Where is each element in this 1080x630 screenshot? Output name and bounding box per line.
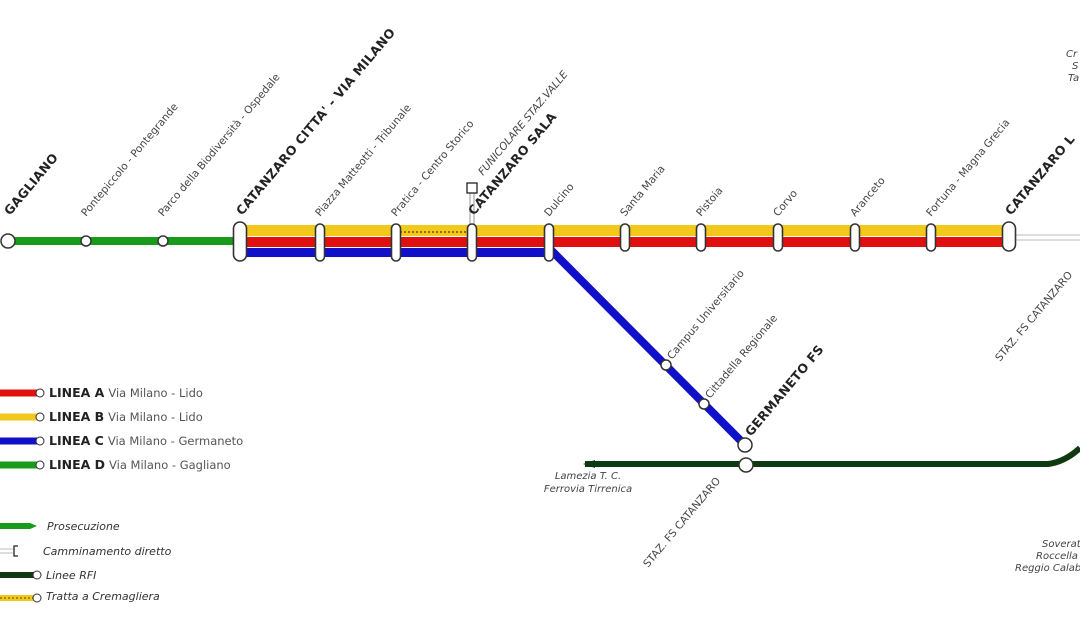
label-catanzaro-citta-via-milano: CATANZARO CITTA' - VIA MILANO [233,25,398,218]
legend-stop-icon [35,436,45,446]
station-pontepiccolo-pontegrande[interactable] [80,235,92,247]
linea-c-branch [548,247,748,448]
label-staz-fs-catanzaro: STAZ. FS CATANZARO [641,475,723,570]
funicolare-station-icon [466,182,478,194]
legend-stop-icon [35,388,45,398]
station-aranceto[interactable] [849,223,861,252]
label-parco-della-biodiversit-ospedale: Parco della Biodiversità - Ospedale [156,71,283,219]
label-staz-fs-catanzaro-right: STAZ. FS CATANZARO [993,269,1075,364]
label-pratica-centro-storico: Pratica - Centro Storico [389,118,476,219]
label-north-3: Ta [1068,73,1079,84]
label-catanzaro-sala: CATANZARO SALA [465,109,560,218]
legend-cremagliera: Tratta a Cremagliera [46,590,160,603]
label-cittadella-regionale: Cittadella Regionale [703,312,780,400]
legend-prosecuzione: Prosecuzione [47,520,120,533]
legend-stop-icon [32,593,42,603]
label-dulcino: Dulcino [542,181,577,219]
label-aranceto: Aranceto [848,175,888,219]
label-roccella: Roccella [1036,551,1078,562]
label-ferrovia-tirrenica: Ferrovia Tirrenica [544,484,632,495]
label-catanzaro-l: CATANZARO L [1002,132,1078,218]
legend-code-b: LINEA B [49,409,104,424]
label-campus-universitario: Campus Universitario [665,268,747,362]
station-fortuna-magna-grecia[interactable] [925,223,937,252]
station-santa-maria[interactable] [619,223,631,252]
walk-bracket-icon [13,545,18,557]
rfi-track [585,445,1080,467]
station-catanzaro-sala[interactable] [466,223,478,262]
station-pistoia[interactable] [695,223,707,252]
prosecuzione-arrow-icon [0,523,37,529]
label-fortuna-magna-grecia: Fortuna - Magna Grecia [924,117,1012,219]
legend-code-a: LINEA A [49,385,105,400]
label-pistoia: Pistoia [694,185,725,219]
legend-code-d: LINEA D [49,457,105,472]
legend-route-a: Via Milano - Lido [108,386,203,400]
station-parco-della-biodiversit-ospedale[interactable] [157,235,169,247]
station-corvo[interactable] [772,223,784,252]
legend-stop-icon [35,460,45,470]
label-germaneto-fs: GERMANETO FS [742,342,827,439]
legend-route-b: Via Milano - Lido [108,410,203,424]
label-gagliano: GAGLIANO [1,150,61,218]
label-lamezia: Lamezia T. C. [555,471,621,482]
label-north-2: S [1072,61,1079,72]
station-cittadella-regionale[interactable] [698,398,710,410]
station-dulcino[interactable] [543,223,555,262]
station-staz-fs-catanzaro[interactable] [738,457,754,473]
station-catanzaro-citta-via-milano[interactable] [232,221,248,262]
station-piazza-matteotti-tribunale[interactable] [314,223,326,262]
label-santa-maria: Santa Maria [618,163,668,219]
station-campus-universitario[interactable] [660,359,672,371]
legend-rfi: Linee RFI [46,569,96,582]
legend-stop-icon [32,570,42,580]
legend-route-d: Via Milano - Gagliano [109,458,231,472]
label-corvo: Corvo [771,188,800,219]
label-reggio: Reggio Calab [1015,563,1080,574]
rfi-arrow-icon [583,460,595,468]
label-north-1: Cr [1066,49,1078,60]
legend-camminamento: Camminamento diretto [43,545,172,558]
station-gagliano[interactable] [0,233,16,249]
station-germaneto-fs[interactable] [737,437,753,453]
station-catanzaro-l[interactable] [1001,221,1017,252]
legend-route-c: Via Milano - Germaneto [108,434,243,448]
legend-stop-icon [35,412,45,422]
station-pratica-centro-storico[interactable] [390,223,402,262]
label-soverato: Soverat [1042,539,1080,550]
legend-code-c: LINEA C [49,433,104,448]
